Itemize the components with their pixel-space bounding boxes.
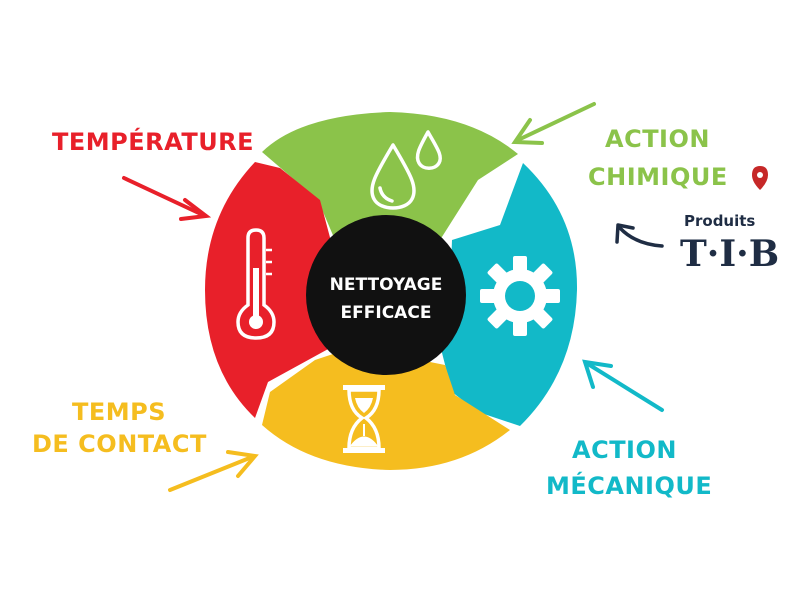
- label-temps-line1: TEMPS: [72, 398, 166, 426]
- gear-icon: [480, 256, 560, 336]
- segment-temps: [262, 345, 510, 470]
- brand-produits: Produits: [684, 212, 755, 230]
- segment-chimique: [262, 112, 518, 240]
- label-temperature: TEMPÉRATURE: [52, 127, 254, 156]
- label-mecanique-line2: MÉCANIQUE: [546, 471, 712, 500]
- arrow-mecanique: [582, 359, 664, 412]
- label-chimique-line1: ACTION: [605, 125, 710, 153]
- curved-arrow-icon: [615, 223, 664, 248]
- arrow-temperature: [122, 176, 212, 221]
- label-mecanique-line1: ACTION: [572, 436, 677, 464]
- segment-temperature: [205, 162, 340, 418]
- arrow-temps: [168, 450, 259, 492]
- water-drops-icon: [370, 130, 442, 210]
- label-temps-line2: DE CONTACT: [32, 430, 207, 458]
- thermometer-icon: [236, 228, 276, 340]
- arrow-chimique: [511, 102, 596, 145]
- center-label-line2: EFFICACE: [341, 303, 432, 323]
- brand-logo: T·I·B: [680, 233, 779, 275]
- label-chimique-line2: CHIMIQUE: [588, 163, 728, 191]
- center-circle: [306, 215, 466, 375]
- center-label-line1: NETTOYAGE: [330, 275, 443, 295]
- location-pin-icon: [752, 166, 768, 190]
- hourglass-icon: [343, 385, 385, 453]
